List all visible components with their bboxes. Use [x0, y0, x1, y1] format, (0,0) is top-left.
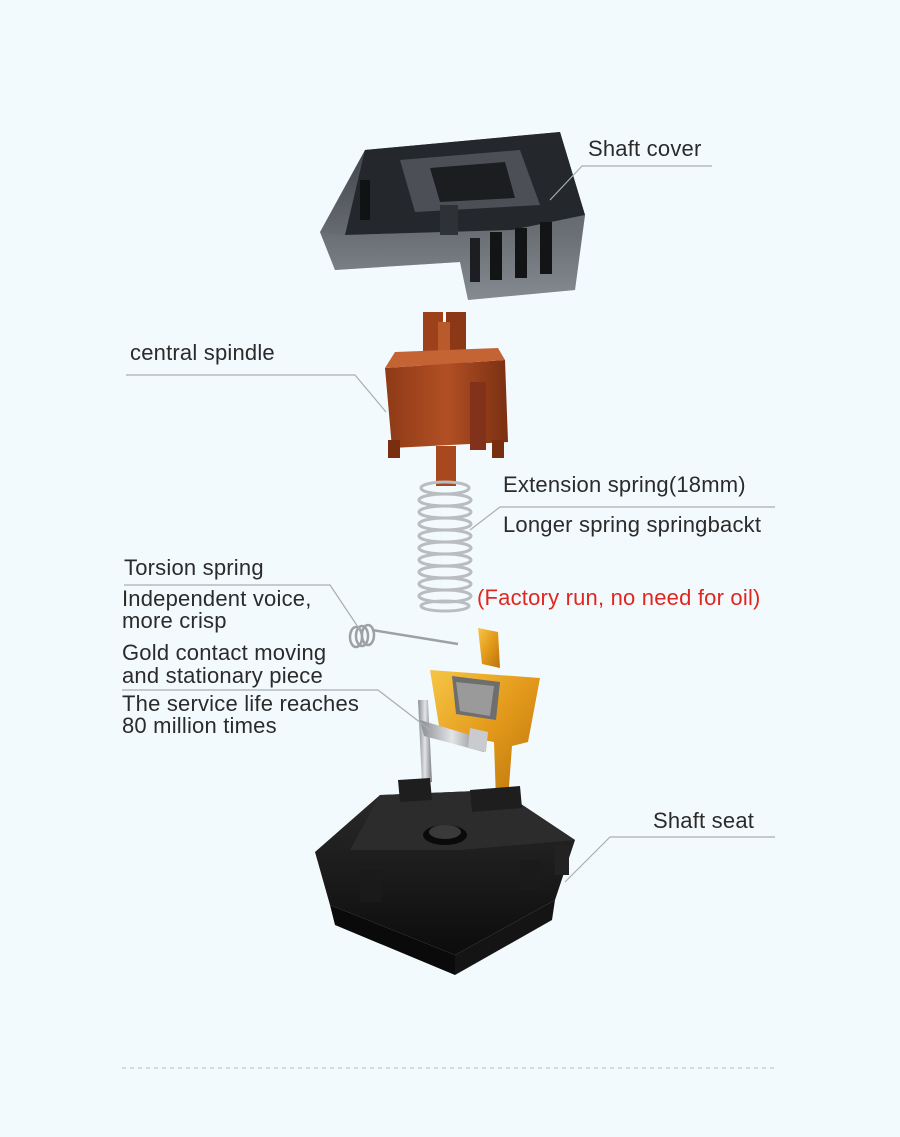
leader-torsion-spring: [124, 584, 361, 631]
gold-contact-line-1: Gold contact moving: [122, 640, 327, 665]
extension-spring-part: [417, 480, 473, 613]
leader-gold-contact: [122, 689, 431, 731]
leader-extension-spring: [469, 506, 775, 531]
independent-voice-line-1: Independent voice,: [122, 586, 312, 611]
gold-contact-line-2: and stationary piece: [122, 663, 323, 688]
leader-shaft-seat: [564, 836, 775, 883]
label-service-life: The service life reaches 80 million time…: [122, 693, 359, 737]
label-longer-spring: Longer spring springbackt: [503, 512, 762, 537]
label-shaft-seat: Shaft seat: [653, 808, 755, 833]
torsion-spring-part: [348, 623, 459, 649]
shaft-cover-part: [320, 132, 585, 300]
label-gold-contact: Gold contact moving and stationary piece: [122, 641, 326, 687]
independent-voice-line-2: more crisp: [122, 608, 227, 633]
label-factory-run-note: (Factory run, no need for oil): [477, 585, 761, 610]
gold-contact-part: [418, 628, 540, 800]
label-torsion-spring: Torsion spring: [124, 555, 264, 580]
label-central-spindle: central spindle: [130, 340, 275, 365]
service-life-line-1: The service life reaches: [122, 691, 360, 716]
label-independent-voice: Independent voice, more crisp: [122, 588, 312, 632]
label-extension-spring: Extension spring(18mm): [503, 472, 746, 497]
central-spindle-part: [385, 312, 508, 486]
leader-shaft-cover: [549, 165, 712, 201]
shaft-seat-part: [315, 778, 575, 975]
leader-lines: [122, 165, 778, 1069]
service-life-line-2: 80 million times: [122, 713, 277, 738]
label-shaft-cover: Shaft cover: [588, 136, 702, 161]
leader-central-spindle: [126, 374, 387, 413]
